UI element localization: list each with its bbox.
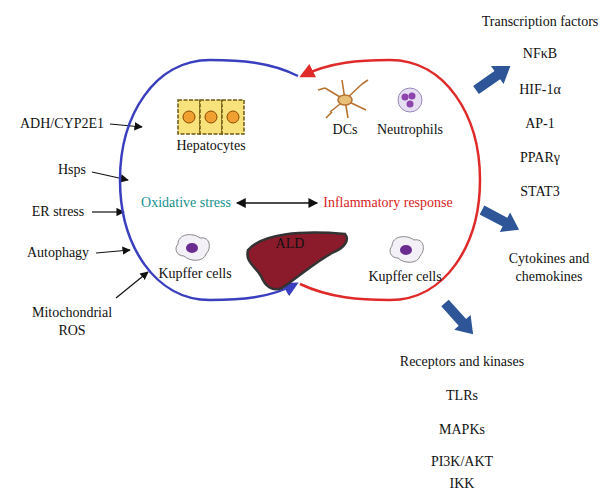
hepatocyte xyxy=(178,100,200,134)
inflammatory-response-region: Inflammatory response xyxy=(294,54,484,306)
nucleus xyxy=(186,243,198,253)
list-item: PI3K/AKT xyxy=(431,453,493,471)
arrow xyxy=(92,172,128,180)
liver: ALD xyxy=(243,228,351,292)
dendritic-cell xyxy=(318,80,368,118)
nucleus-lobe xyxy=(409,93,416,100)
list-item: PPARγ xyxy=(520,149,560,167)
nucleus xyxy=(205,111,217,123)
stress-factor: Hsps xyxy=(58,161,86,179)
double-arrow xyxy=(237,202,317,203)
cell-label: Hepatocytes xyxy=(176,137,245,155)
block-arrow xyxy=(470,57,517,99)
nucleus xyxy=(183,111,195,123)
block-arrow xyxy=(477,200,524,239)
list-item: AP-1 xyxy=(525,115,555,133)
stress-factor: ER stress xyxy=(32,203,85,221)
outline-path xyxy=(300,60,480,300)
output-label: Cytokines and chemokines xyxy=(501,250,597,286)
nucleus-lobe xyxy=(407,101,414,108)
input-arrows xyxy=(92,124,148,298)
list-item: HIF-1α xyxy=(519,81,561,99)
cell-body xyxy=(176,235,209,261)
outline-path xyxy=(247,233,346,290)
cell-label: DCs xyxy=(333,121,358,139)
outline xyxy=(294,54,484,306)
node-title: ALD xyxy=(276,236,305,252)
kupffer-cell xyxy=(176,235,209,261)
arrow xyxy=(96,250,130,253)
stress-factor: Mitochondrial ROS xyxy=(24,304,120,340)
hepatocyte xyxy=(200,100,222,134)
list-item: IKK xyxy=(450,475,475,493)
nucleus xyxy=(227,111,239,123)
cell-label: Kupffer cells xyxy=(158,265,231,283)
list-heading: Receptors and kinases xyxy=(400,353,524,371)
arrow xyxy=(92,211,124,212)
hepatocyte xyxy=(222,100,244,134)
cell-body xyxy=(390,237,423,263)
list-item: TLRs xyxy=(446,387,478,405)
cell-body xyxy=(398,88,422,112)
hepatocyte-cells xyxy=(178,100,244,134)
cell-body xyxy=(338,95,352,105)
block-arrow xyxy=(437,296,481,342)
dendrites xyxy=(318,80,368,118)
stress-factor: ADH/CYP2E1 xyxy=(20,115,104,133)
nucleus-lobe xyxy=(402,94,409,101)
neutrophil xyxy=(398,88,422,112)
kupffer-cell xyxy=(390,237,423,263)
arrow xyxy=(116,272,148,298)
list-item: MAPKs xyxy=(439,421,485,439)
list-heading: Transcription factors xyxy=(482,13,599,31)
list-item: NFκB xyxy=(523,45,557,63)
cell-label: Neutrophils xyxy=(377,121,443,139)
arrow xyxy=(110,124,142,127)
node-title: Oxidative stress xyxy=(141,195,231,211)
list-item: STAT3 xyxy=(520,183,559,201)
cell-label: Kupffer cells xyxy=(368,268,441,286)
nucleus xyxy=(400,245,412,255)
node-title: Inflammatory response xyxy=(323,195,452,211)
stress-factor: Autophagy xyxy=(27,244,89,262)
